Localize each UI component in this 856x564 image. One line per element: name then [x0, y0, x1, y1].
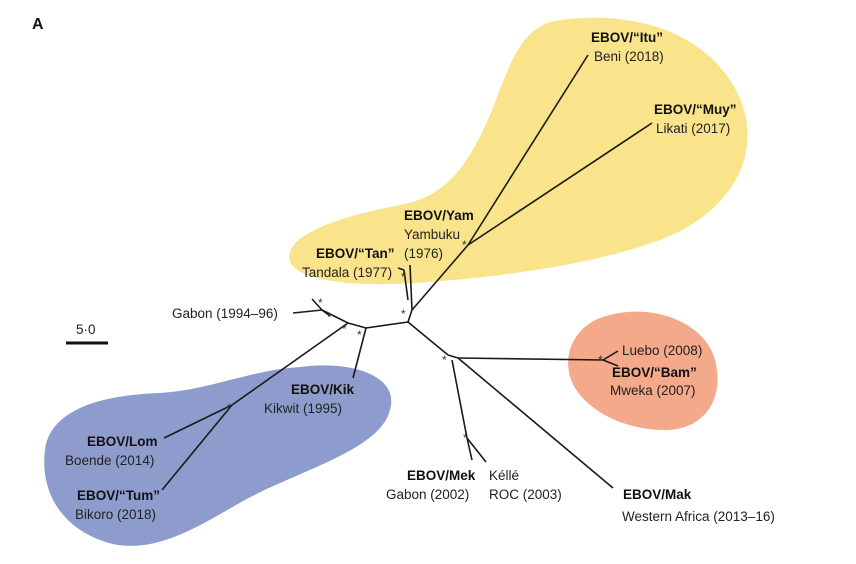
- label-mak-name: EBOV/Mak: [623, 487, 692, 502]
- support-marker: *: [462, 238, 467, 252]
- support-marker: *: [327, 310, 332, 324]
- branch-luebo-bam-node: [457, 357, 604, 361]
- label-muy-name: EBOV/“Muy”: [654, 102, 737, 117]
- panel-label: A: [32, 16, 44, 33]
- branch-east-node: [447, 354, 459, 359]
- scale-bar-label: 5·0: [76, 322, 96, 337]
- label-tan-location: Tandala (1977): [302, 265, 392, 280]
- label-bam-name: EBOV/“Bam”: [612, 365, 697, 380]
- branch-gabon-node: [321, 309, 349, 324]
- branch-tan-node: [403, 269, 409, 301]
- label-kelle-location: ROC (2003): [489, 487, 562, 502]
- branch-bam: [602, 359, 619, 367]
- blue-group-region: [44, 365, 392, 546]
- branch-west-node: [347, 322, 367, 329]
- branch-muy: [467, 122, 653, 246]
- branch-yam-node: [411, 244, 469, 311]
- branch-itu: [467, 54, 589, 246]
- branch-gabon-a: [311, 298, 323, 311]
- label-kelle-name: Kéllé: [489, 468, 519, 483]
- branch-luebo: [602, 350, 619, 361]
- branch-lom: [163, 404, 233, 439]
- support-marker: *: [442, 353, 447, 367]
- label-tan-name: EBOV/“Tan”: [316, 246, 395, 261]
- tree-branches: [161, 54, 653, 491]
- label-mak-location: Western Africa (2013–16): [622, 509, 775, 524]
- branch-root-west: [365, 321, 409, 329]
- label-lom-location: Boende (2014): [65, 453, 154, 468]
- branch-mak: [457, 357, 614, 489]
- support-marker: *: [227, 401, 232, 415]
- support-marker: *: [401, 307, 406, 321]
- branch-gabon-b: [321, 309, 331, 317]
- support-markers: * * * * * * * * * * *: [227, 238, 603, 445]
- branch-gabon-tip: [292, 309, 323, 314]
- label-itu-location: Beni (2018): [594, 49, 664, 64]
- branch-lomtum-node: [231, 322, 349, 406]
- label-kik-location: Kikwit (1995): [264, 401, 342, 416]
- label-tum-location: Bikoro (2018): [75, 507, 156, 522]
- support-marker: *: [357, 328, 362, 342]
- label-bam-location: Mweka (2007): [610, 383, 696, 398]
- branch-kelle: [466, 437, 487, 463]
- support-marker: *: [463, 431, 468, 445]
- support-marker: *: [342, 322, 347, 336]
- salmon-group-region: [568, 311, 718, 430]
- label-yam-name: EBOV/Yam: [404, 208, 474, 223]
- branch-tum: [161, 404, 233, 491]
- support-marker: *: [401, 270, 406, 284]
- label-gabon-location: Gabon (1994–96): [172, 306, 278, 321]
- support-marker: *: [598, 353, 603, 367]
- label-yam-year: (1976): [404, 246, 443, 261]
- branch-mek-kelle-node: [451, 359, 468, 439]
- branch-tan-tip: [397, 267, 405, 271]
- branch-root-yam: [407, 309, 413, 323]
- label-tum-name: EBOV/“Tum”: [77, 488, 160, 503]
- branch-kik: [352, 327, 367, 379]
- branch-mek: [466, 437, 473, 461]
- label-yam-location: Yambuku: [404, 227, 460, 242]
- label-muy-location: Likati (2017): [656, 121, 730, 136]
- yellow-group-region: [289, 17, 748, 285]
- label-luebo-location: Luebo (2008): [622, 343, 702, 358]
- label-mek-location: Gabon (2002): [386, 487, 469, 502]
- branch-yam-tip: [409, 264, 413, 311]
- branch-root-east: [407, 321, 449, 356]
- label-mek-name: EBOV/Mek: [407, 468, 476, 483]
- support-marker: *: [318, 296, 323, 310]
- label-itu-name: EBOV/“Itu”: [591, 30, 663, 45]
- label-kik-name: EBOV/Kik: [291, 382, 355, 397]
- label-lom-name: EBOV/Lom: [87, 434, 158, 449]
- tip-labels: EBOV/“Itu” Beni (2018) EBOV/“Muy” Likati…: [65, 30, 775, 524]
